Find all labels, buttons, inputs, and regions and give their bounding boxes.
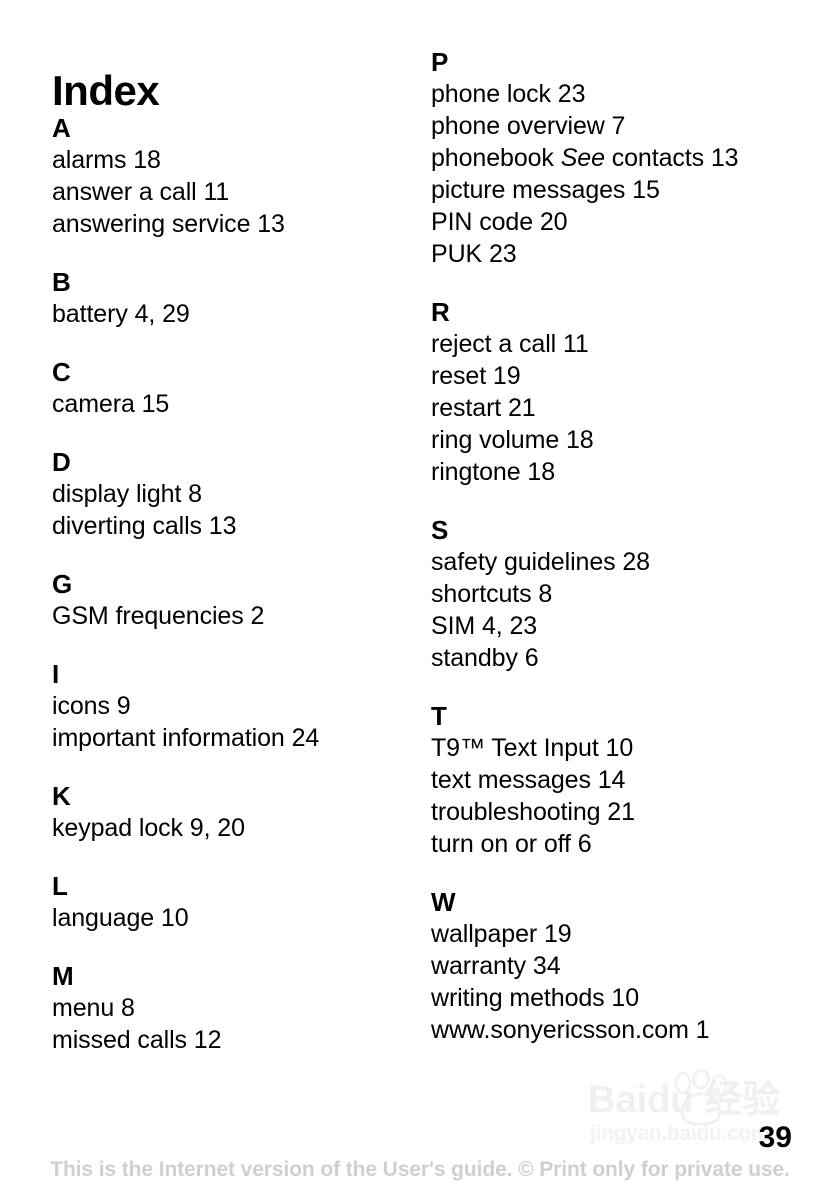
index-entry[interactable]: GSM frequencies 2: [52, 602, 265, 630]
index-entry[interactable]: answering service 13: [52, 210, 285, 238]
section-letter: C: [52, 357, 71, 387]
index-entry[interactable]: language 10: [52, 904, 189, 932]
page-title: Index: [52, 67, 160, 115]
index-entry[interactable]: missed calls 12: [52, 1026, 222, 1054]
section-letter: I: [52, 659, 60, 689]
watermark-url-text: jingyan.baidu.com: [590, 1122, 770, 1145]
entry-term: phonebook: [431, 144, 561, 172]
index-entry[interactable]: reset 19: [431, 362, 521, 390]
entry-list: camera 15: [52, 388, 422, 420]
index-entry[interactable]: answer a call 11: [52, 178, 230, 206]
footer-notice: This is the Internet version of the User…: [50, 1158, 790, 1181]
index-entry[interactable]: phonebook See contacts 13: [431, 142, 826, 174]
section-letter: G: [52, 569, 73, 599]
index-entry[interactable]: turn on or off 6: [431, 830, 592, 858]
baidu-watermark: Baidu 经验 jingyan.baidu.com: [588, 1070, 828, 1156]
index-entry[interactable]: shortcuts 8: [431, 580, 553, 608]
entry-list: display light 8 diverting calls 13: [52, 478, 422, 542]
index-entry[interactable]: reject a call 11: [431, 330, 589, 358]
index-entry[interactable]: alarms 18: [52, 146, 161, 174]
index-entry[interactable]: keypad lock 9, 20: [52, 814, 245, 842]
index-section-g: G GSM frequencies 2: [52, 568, 422, 632]
section-letter: M: [52, 961, 74, 991]
index-entry[interactable]: display light 8: [52, 480, 202, 508]
index-entry[interactable]: restart 21: [431, 394, 536, 422]
section-letter: P: [431, 47, 449, 77]
index-entry[interactable]: picture messages 15: [431, 176, 660, 204]
index-entry[interactable]: phone lock 23: [431, 80, 586, 108]
section-letter: L: [52, 871, 68, 901]
entry-list: safety guidelines 28 shortcuts 8 SIM 4, 23…: [431, 546, 826, 674]
index-entry[interactable]: writing methods 10: [431, 984, 640, 1012]
baidu-paw-icon: [674, 1070, 728, 1126]
section-letter: D: [52, 447, 71, 477]
index-entry[interactable]: PUK 23: [431, 240, 517, 268]
index-entry[interactable]: ring volume 18: [431, 426, 594, 454]
index-entry[interactable]: ringtone 18: [431, 458, 555, 486]
index-entry[interactable]: battery 4, 29: [52, 300, 190, 328]
index-entry[interactable]: diverting calls 13: [52, 512, 237, 540]
index-entry[interactable]: standby 6: [431, 644, 539, 672]
section-letter: T: [431, 701, 447, 731]
entry-list: T9™ Text Input 10 text messages 14 trouble…: [431, 732, 826, 860]
index-entry[interactable]: text messages 14: [431, 766, 626, 794]
section-letter: S: [431, 515, 449, 545]
section-letter: W: [431, 887, 456, 917]
index-entry[interactable]: wallpaper 19: [431, 920, 572, 948]
entry-list: icons 9 important information 24: [52, 690, 422, 754]
section-letter: A: [52, 113, 71, 143]
index-entry[interactable]: camera 15: [52, 390, 170, 418]
section-letter: K: [52, 781, 71, 811]
page-number: 39: [758, 1121, 792, 1154]
entry-list: language 10: [52, 902, 422, 934]
section-letter: B: [52, 267, 71, 297]
entry-list: wallpaper 19 warranty 34 writing methods 1…: [431, 918, 826, 1046]
entry-list: battery 4, 29: [52, 298, 422, 330]
index-entry[interactable]: PIN code 20: [431, 208, 568, 236]
index-entry[interactable]: T9™ Text Input 10: [431, 734, 634, 762]
index-entry[interactable]: important information 24: [52, 724, 320, 752]
entry-list: reject a call 11 reset 19 restart 21 ring v…: [431, 328, 826, 488]
section-letter: R: [431, 297, 450, 327]
entry-list: alarms 18 answer a call 11 answering servi…: [52, 144, 422, 240]
index-entry[interactable]: SIM 4, 23: [431, 612, 538, 640]
index-entry[interactable]: menu 8: [52, 994, 135, 1022]
index-entry[interactable]: troubleshooting 21: [431, 798, 635, 826]
index-section-t: T T9™ Text Input 10 text messages 14 troubl…: [431, 700, 826, 860]
index-entry[interactable]: warranty 34: [431, 952, 561, 980]
index-entry[interactable]: icons 9: [52, 692, 131, 720]
watermark-logo-text: Baidu 经验: [588, 1079, 781, 1121]
entry-list: GSM frequencies 2: [52, 600, 422, 632]
entry-see-reference: See: [560, 144, 605, 172]
entry-list: keypad lock 9, 20: [52, 812, 422, 844]
index-entry[interactable]: www.sonyericsson.com 1: [431, 1016, 710, 1044]
entry-target: contacts 13: [604, 144, 739, 172]
entry-list: menu 8 missed calls 12: [52, 992, 422, 1056]
index-entry[interactable]: phone overview 7: [431, 112, 626, 140]
index-entry[interactable]: safety guidelines 28: [431, 548, 650, 576]
